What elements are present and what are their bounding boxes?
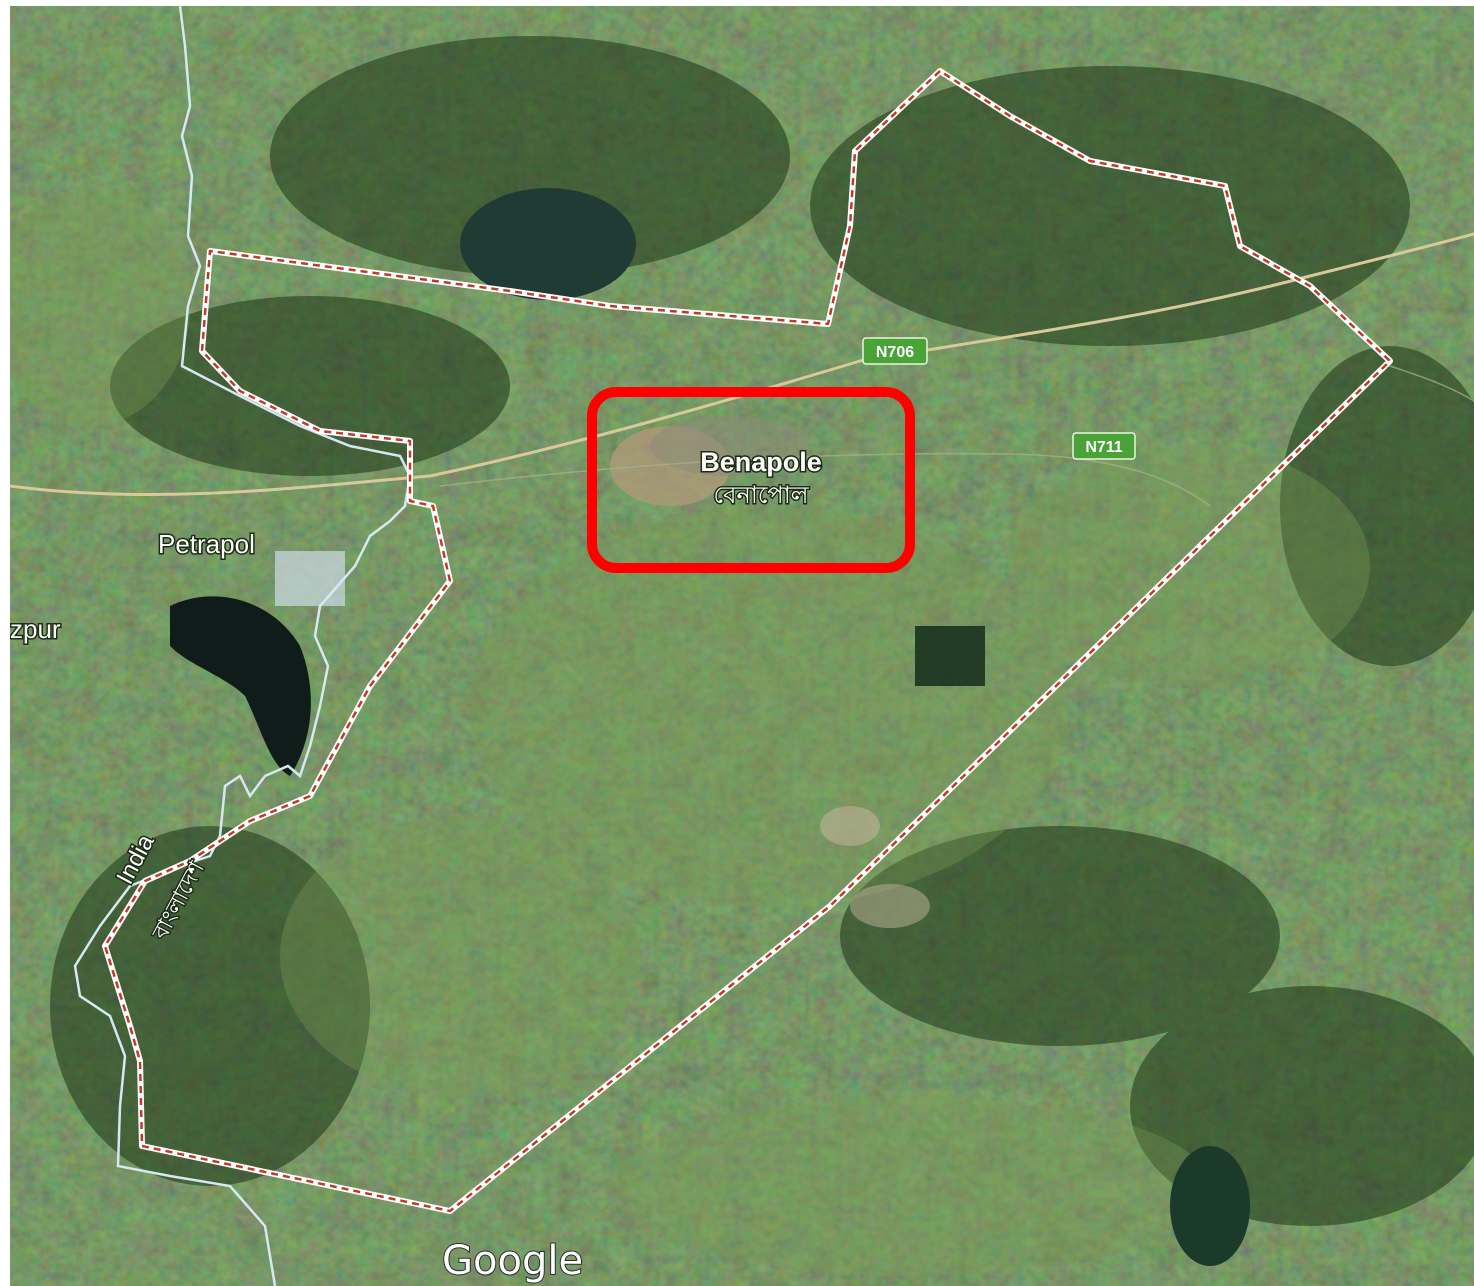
highlight-box — [587, 387, 915, 573]
municipality-boundary — [102, 68, 1393, 1214]
road-n706 — [10, 232, 1474, 497]
urban-area — [275, 416, 930, 928]
pond-south — [1170, 1146, 1250, 1266]
label-zpur[interactable]: zpur — [10, 613, 62, 646]
light-fields — [10, 186, 1370, 1276]
shield-n706[interactable]: N706 — [862, 337, 928, 365]
map-canvas: N706 N711 Benapole বেনাপোল Petrapol zpur… — [10, 6, 1474, 1286]
shield-n706-label: N706 — [876, 344, 914, 361]
lake-petrapol — [170, 596, 311, 776]
google-logo: Google — [442, 1238, 583, 1284]
shield-n711[interactable]: N711 — [1072, 432, 1136, 460]
dark-vegetation — [50, 36, 1474, 1226]
label-benapole[interactable]: Benapole — [699, 446, 824, 479]
water-bodies — [170, 188, 1250, 1266]
pond-east — [915, 626, 985, 686]
roads — [10, 232, 1474, 507]
international-border — [73, 6, 412, 1286]
road-n711 — [439, 452, 1211, 507]
label-benapole-bengali: বেনাপোল — [713, 482, 809, 509]
lake-north — [460, 188, 636, 300]
shield-n711-label: N711 — [1085, 439, 1122, 456]
satellite-map[interactable]: N706 N711 Benapole বেনাপোল Petrapol zpur… — [10, 6, 1474, 1286]
label-petrapol[interactable]: Petrapol — [157, 528, 257, 561]
